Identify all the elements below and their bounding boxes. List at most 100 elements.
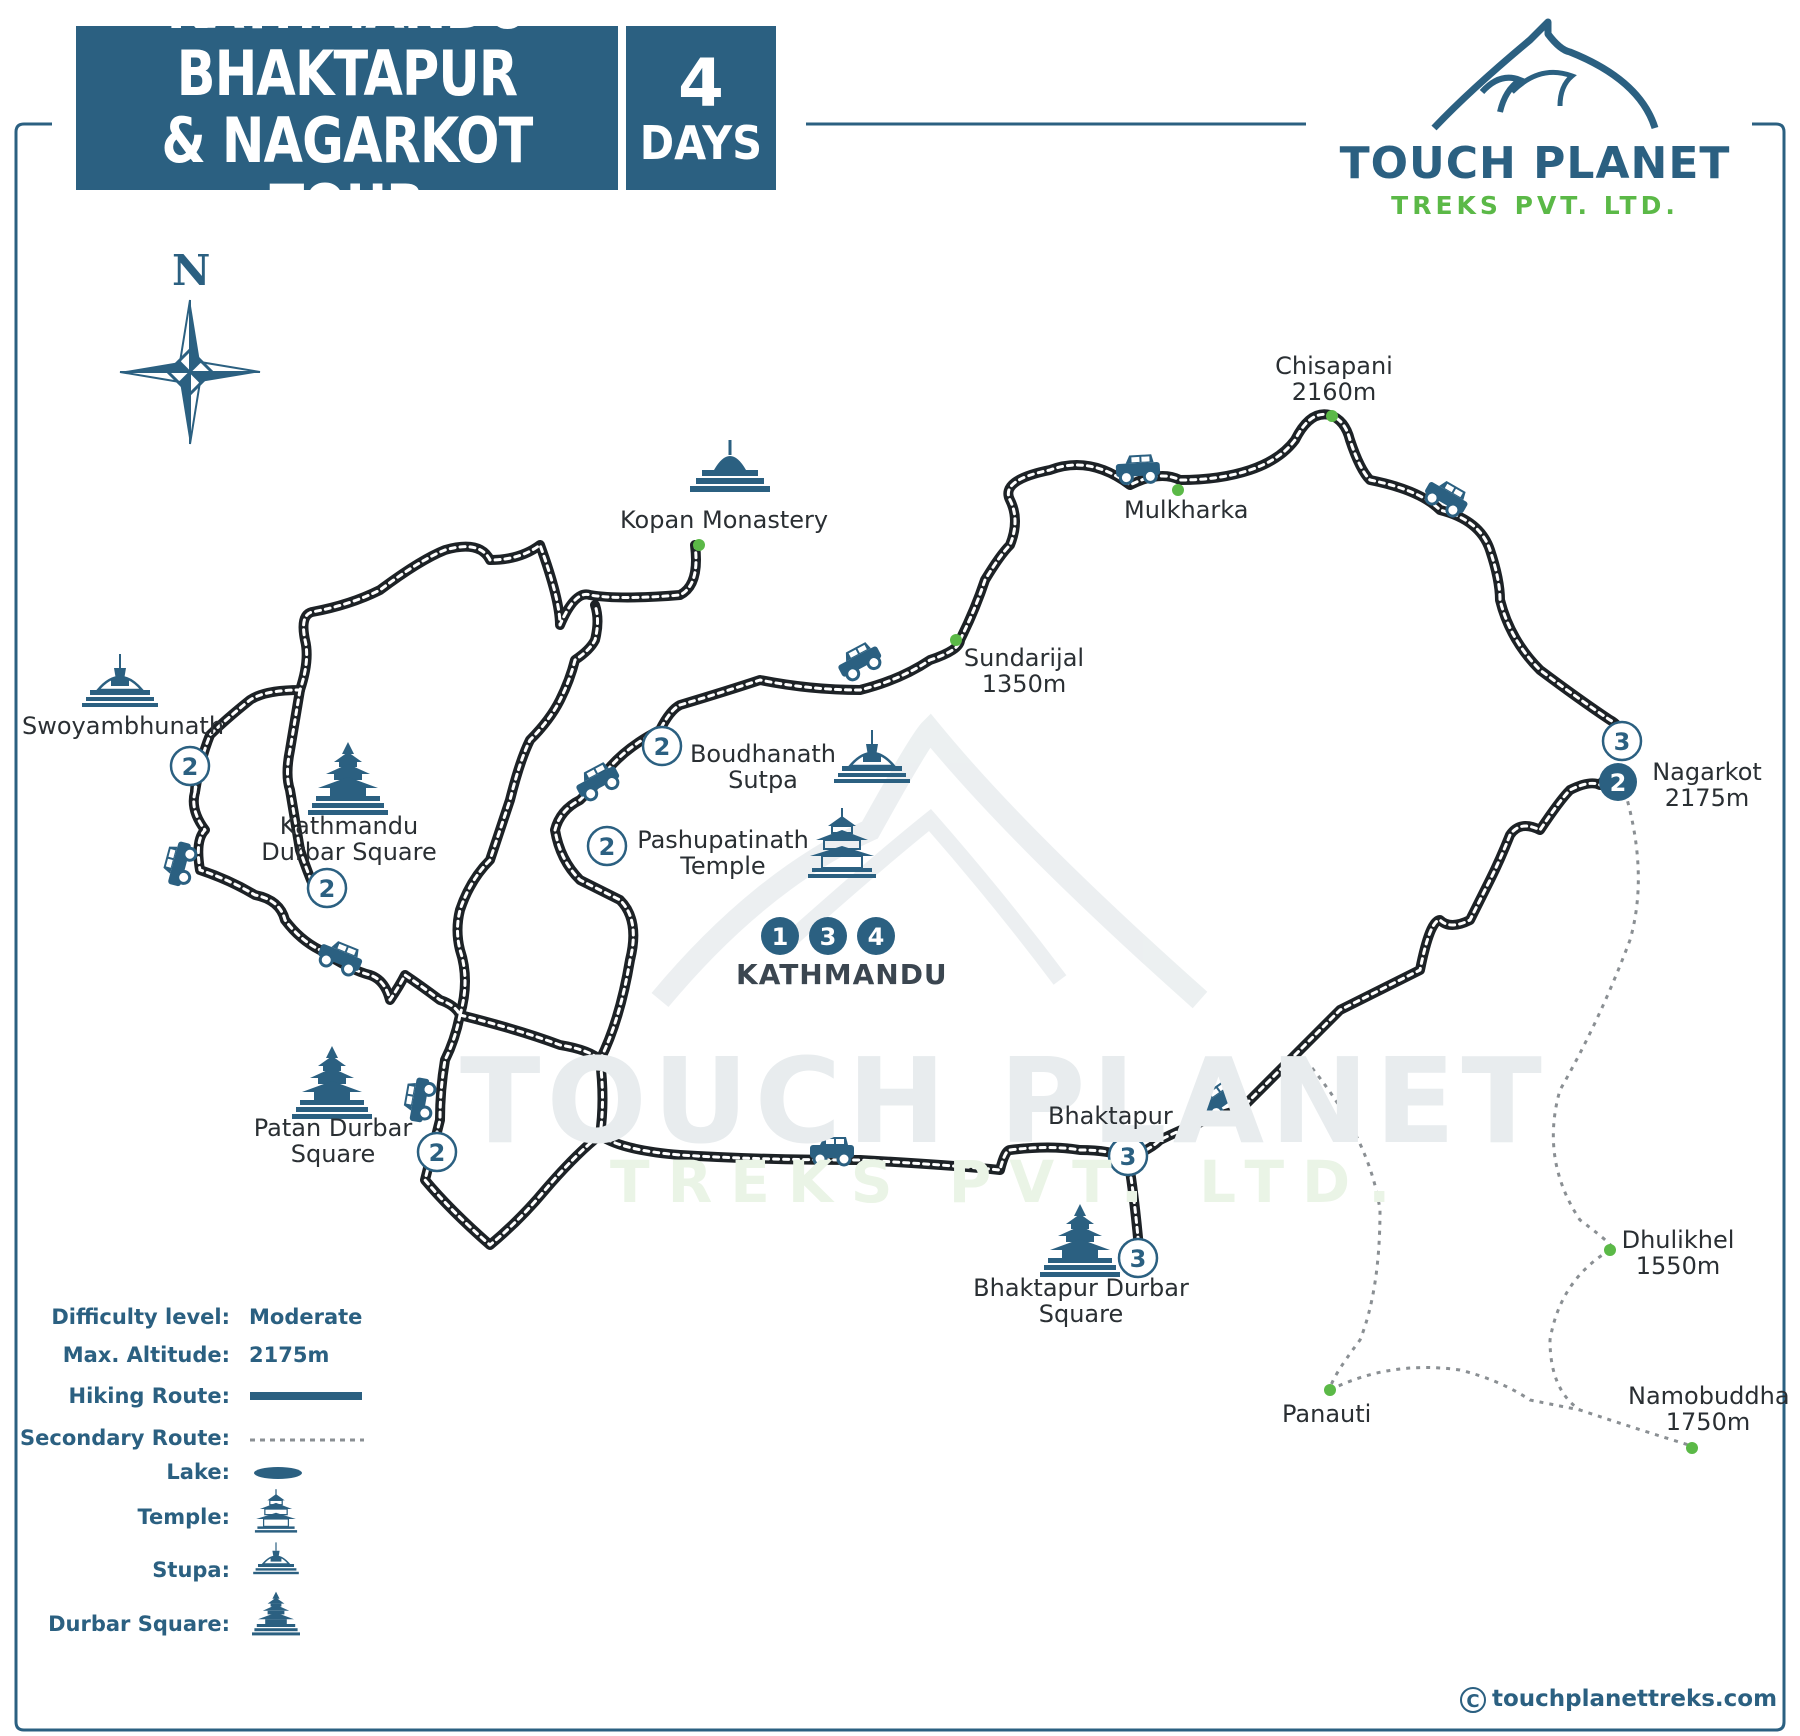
secondary-route-dhulikhel-namobuddha	[1548, 1248, 1693, 1448]
label-panauti: Panauti	[1282, 1400, 1372, 1428]
brand-logo-mountain	[1431, 18, 1659, 131]
day-marker-bhaktapur-durbar: 3	[1117, 1237, 1159, 1279]
legend-durbar-label: Durbar Square:	[48, 1612, 230, 1636]
namobuddha-point	[1686, 1442, 1698, 1454]
day-marker-swoyambhunath: 2	[169, 745, 211, 787]
svg-text:3: 3	[1130, 1245, 1147, 1273]
brand-name: TOUCH PLANET	[1339, 138, 1731, 189]
svg-text:2: 2	[654, 733, 671, 761]
label-nagarkot-alt: 2175m	[1664, 783, 1750, 812]
stupa-icon	[252, 1541, 300, 1575]
legend-altitude-label: Max. Altitude:	[62, 1343, 230, 1367]
duration-unit: DAYS	[639, 115, 763, 170]
legend-temple-label: Temple:	[137, 1505, 230, 1529]
jeep-icon	[832, 636, 888, 686]
panauti-point	[1324, 1384, 1336, 1396]
label-boudhanath: Boudhanath Sutpa	[688, 740, 838, 794]
brand-logo: TOUCH PLANET TREKS PVT. LTD.	[1330, 138, 1740, 220]
chisapani-point	[1326, 410, 1338, 422]
dhulikhel-point	[1604, 1244, 1616, 1256]
day-marker-kathmandu-durbar: 2	[306, 867, 348, 909]
svg-text:2: 2	[319, 875, 336, 903]
label-boudhanath-1: Boudhanath	[689, 740, 837, 768]
sundarijal-point	[950, 634, 962, 646]
legend-altitude-value: 2175m	[249, 1343, 330, 1367]
day-marker-bhaktapur: 3	[1107, 1135, 1149, 1177]
label-bhaktapur-durbar-1: Bhaktapur Durbar	[973, 1274, 1189, 1302]
label-namobuddha: Namobuddha 1750m	[1628, 1382, 1790, 1436]
location-dots	[693, 410, 1698, 1454]
label-kathmandu-durbar-1: Kathmandu	[279, 812, 419, 840]
compass-rose-icon	[119, 299, 261, 445]
brand-tagline: TREKS PVT. LTD.	[1391, 191, 1679, 220]
legend-symbols	[250, 1392, 364, 1636]
label-chisapani: Chisapani 2160m	[1272, 352, 1396, 406]
label-pashupatinath-1: Pashupatinath	[637, 826, 809, 854]
label-namobuddha-alt: 1750m	[1665, 1407, 1751, 1436]
copyright-icon: C	[1460, 1686, 1486, 1713]
label-swoyambhunath: Swoyambhunath	[22, 712, 225, 740]
tour-title: KATHMANDU BHAKTAPUR & NAGARKOT TOUR	[76, 0, 618, 241]
label-patan-durbar: Patan Durbar Square	[248, 1114, 418, 1168]
swoyambhunath-stupa-icon	[80, 652, 160, 709]
label-nagarkot: Nagarkot 2175m	[1648, 758, 1766, 812]
boudhanath-stupa-icon	[832, 728, 912, 785]
svg-text:3: 3	[1614, 728, 1631, 756]
svg-text:2: 2	[429, 1139, 446, 1167]
tour-title-line2: & NAGARKOT TOUR	[161, 104, 534, 244]
label-sundarijal-alt: 1350m	[981, 669, 1067, 698]
secondary-route-panauti	[1310, 1067, 1581, 1412]
day-marker-pashupatinath: 2	[586, 825, 628, 867]
day-marker-nagarkot-arrive: 2	[1599, 763, 1637, 801]
compass-north-label: N	[172, 246, 211, 295]
svg-text:4: 4	[868, 923, 885, 951]
label-mulkharka: Mulkharka	[1124, 496, 1249, 524]
label-chisapani-name: Chisapani	[1275, 352, 1393, 380]
legend-stupa-label: Stupa:	[152, 1558, 230, 1582]
kopan-monastery-icon	[690, 440, 770, 492]
label-sundarijal: Sundarijal 1350m	[962, 645, 1086, 698]
svg-text:3: 3	[820, 923, 837, 951]
day-markers: 2 2 2 2 2 3 2 3 3 1 3 4	[169, 720, 1643, 1279]
label-dhulikhel-alt: 1550m	[1635, 1251, 1721, 1280]
watermark-name: TOUCH PLANET	[460, 1032, 1548, 1170]
website-link[interactable]: touchplanettreks.com	[1492, 1686, 1778, 1712]
legend-difficulty-value: Moderate	[249, 1305, 363, 1329]
day-marker-patan: 2	[416, 1131, 458, 1173]
svg-text:2: 2	[182, 753, 199, 781]
label-kathmandu-durbar: Kathmandu Durbar Square	[256, 812, 442, 866]
day-marker-kathmandu-4: 4	[857, 917, 895, 955]
label-boudhanath-2: Sutpa	[728, 765, 798, 794]
mulkharka-point	[1172, 484, 1184, 496]
label-dhulikhel: Dhulikhel 1550m	[1616, 1226, 1740, 1280]
label-patan-durbar-1: Patan Durbar	[253, 1114, 413, 1142]
durbar-square-icon	[252, 1591, 300, 1636]
label-bhaktapur: Bhaktapur	[1048, 1102, 1173, 1130]
svg-text:2: 2	[1610, 769, 1627, 797]
jeep-icon	[158, 837, 200, 891]
tour-duration: 4 DAYS	[626, 26, 776, 190]
watermark-tagline: TREKS PVT. LTD.	[610, 1148, 1409, 1216]
temple-icon	[254, 1488, 298, 1534]
hiking-routes	[194, 414, 1630, 1265]
landmark-symbols	[80, 440, 1120, 1277]
legend-difficulty-label: Difficulty level:	[51, 1305, 230, 1329]
label-nagarkot-name: Nagarkot	[1652, 758, 1762, 786]
label-kathmandu-durbar-2: Durbar Square	[261, 837, 437, 866]
label-patan-durbar-2: Square	[290, 1139, 376, 1168]
label-chisapani-alt: 2160m	[1291, 377, 1377, 406]
legend-hiking-label: Hiking Route:	[68, 1384, 230, 1408]
label-bhaktapur-durbar-2: Square	[1038, 1299, 1124, 1328]
day-marker-nagarkot-depart: 3	[1601, 720, 1643, 762]
lake-icon	[254, 1467, 302, 1479]
label-dhulikhel-name: Dhulikhel	[1621, 1226, 1735, 1254]
label-namobuddha-name: Namobuddha	[1628, 1382, 1790, 1410]
day-marker-boudhanath: 2	[641, 725, 683, 767]
label-bhaktapur-durbar: Bhaktapur Durbar Square	[966, 1274, 1196, 1328]
secondary-route-nagarkot-dhulikhel	[1551, 781, 1640, 1250]
kathmandu-durbar-icon	[308, 742, 388, 815]
label-pashupatinath-2: Temple	[680, 851, 766, 880]
kopan-point	[693, 539, 705, 551]
